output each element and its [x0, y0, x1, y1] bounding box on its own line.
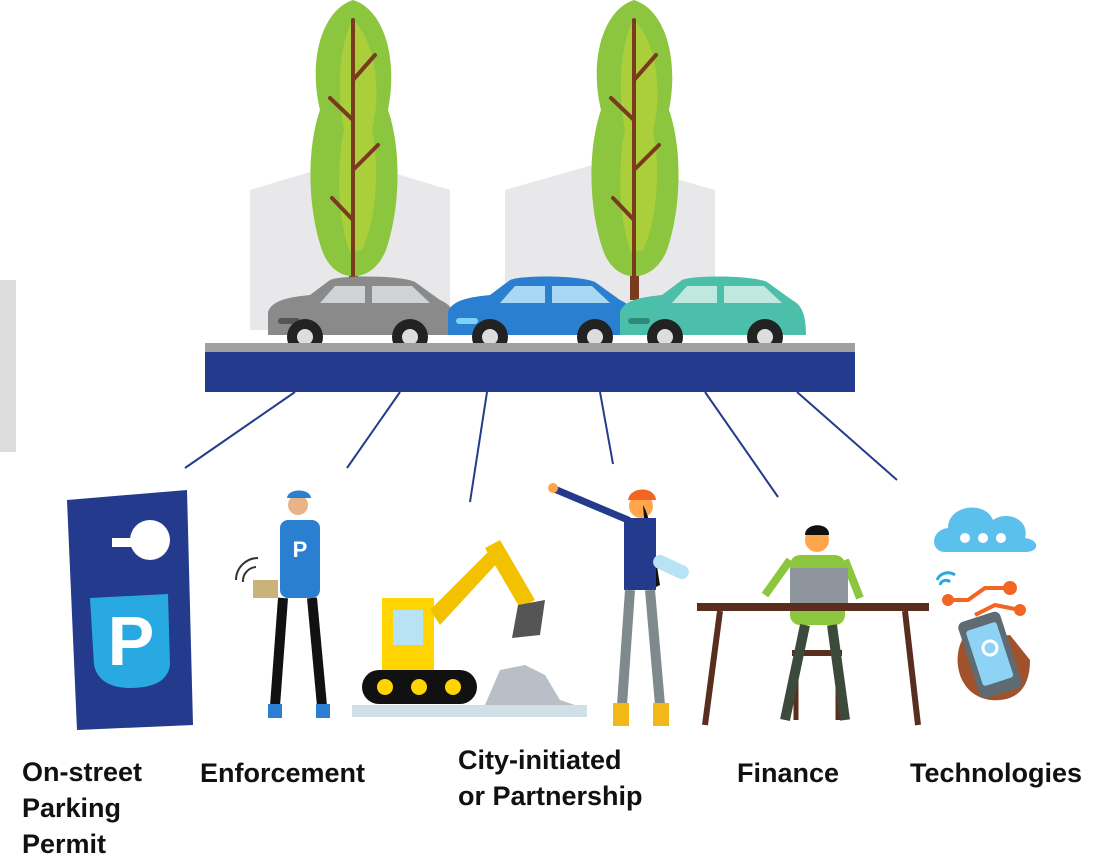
- label-enforcement: Enforcement: [200, 758, 366, 788]
- tree-right-icon: [591, 0, 679, 300]
- parking-permit-hanger-icon: P: [67, 490, 193, 730]
- road-base: [205, 352, 855, 392]
- label-technologies: Technologies: [910, 758, 1083, 788]
- cloud-technology-icon: [934, 507, 1037, 552]
- tree-left-icon: [310, 0, 398, 300]
- officer-vest-letter: P: [293, 537, 308, 562]
- label-city-partnership-line2: or Partnership: [458, 781, 643, 811]
- road-surface: [205, 343, 855, 352]
- label-city-partnership: City-initiated or Partnership: [458, 742, 643, 814]
- parking-enforcement-officer-icon: P: [235, 490, 330, 718]
- label-parking-permit-line3: Permit: [22, 829, 107, 859]
- label-finance: Finance: [737, 758, 840, 788]
- label-city-partnership-line1: City-initiated: [458, 745, 622, 775]
- side-tab: [0, 280, 16, 452]
- construction-worker-icon: [548, 483, 689, 726]
- connector-lines: [184, 391, 898, 503]
- wifi-icon: [935, 571, 956, 586]
- label-parking-permit-line2: Parking: [22, 793, 122, 823]
- finance-desk-icon: [697, 525, 929, 726]
- smartphone-hand-icon: [957, 611, 1030, 701]
- excavator-icon: [352, 540, 587, 717]
- label-parking-permit-line1: On-street: [22, 757, 143, 787]
- label-parking-permit: On-street Parking Permit: [22, 754, 142, 862]
- permit-badge-letter: P: [108, 602, 155, 680]
- circuit-icon: [942, 581, 1026, 617]
